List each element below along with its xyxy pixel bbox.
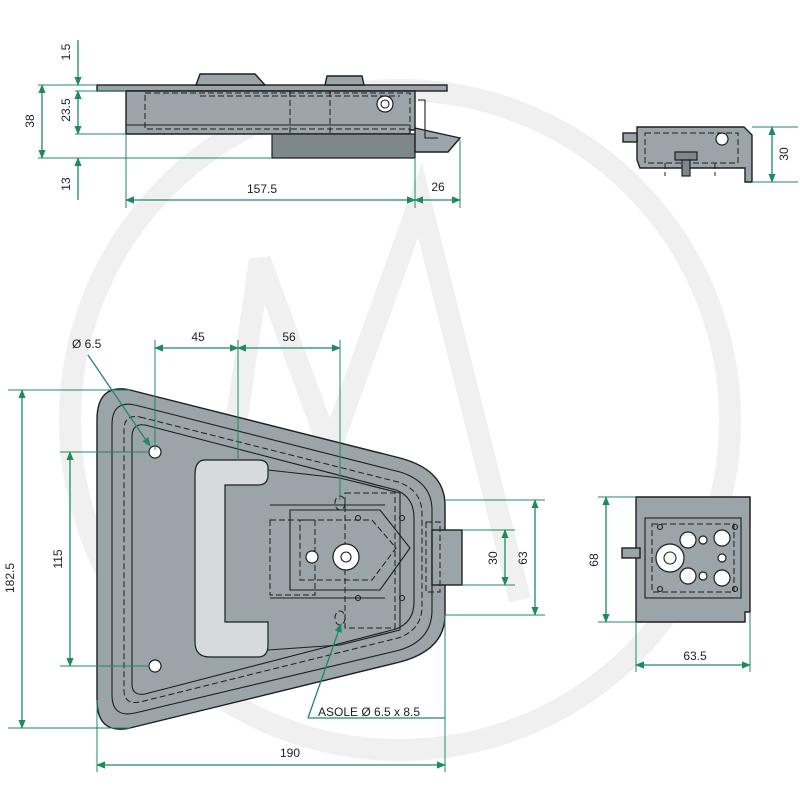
dim-hole-to-handle: 45 xyxy=(191,330,205,344)
dim-body-depth: 23.5 xyxy=(59,98,73,122)
top-lower-bar xyxy=(271,133,416,159)
dim-slot-label: ASOLE Ø 6.5 x 8.5 xyxy=(318,705,420,719)
dim-end-height: 68 xyxy=(587,553,601,567)
dim-body-length: 157.5 xyxy=(247,182,277,196)
top-body xyxy=(125,90,416,135)
front-view xyxy=(96,388,463,730)
dim-lower-depth: 13 xyxy=(59,177,73,191)
side-lock-hole xyxy=(715,132,729,146)
front-latch-bolt xyxy=(431,529,463,586)
front-view-dimensions: 45 56 Ø 6.5 182.5 115 30 63 ASOLE Ø 6.5 … xyxy=(3,330,545,772)
dim-latch-outer: 63 xyxy=(516,551,530,565)
front-handle xyxy=(194,459,269,658)
dim-latch-projection: 26 xyxy=(431,180,445,194)
side-view-dimensions: 30 xyxy=(752,126,798,183)
dim-hole-diameter: Ø 6.5 xyxy=(72,337,102,351)
top-view-dimensions: 1.5 23.5 38 13 157.5 26 xyxy=(23,40,461,208)
end-latch xyxy=(621,547,641,559)
end-view-dimensions: 68 63.5 xyxy=(587,496,751,672)
top-handle-bump xyxy=(195,73,267,86)
front-plate xyxy=(96,388,446,730)
dim-overall-height: 182.5 xyxy=(3,563,17,593)
top-lock-cylinder xyxy=(376,95,394,113)
top-plate xyxy=(96,84,448,92)
dim-side-height: 30 xyxy=(777,147,791,161)
side-latch xyxy=(622,132,638,143)
end-view xyxy=(621,496,751,623)
lock-cylinder xyxy=(332,543,360,571)
side-view xyxy=(622,126,753,183)
dim-total-height: 38 xyxy=(23,114,37,128)
top-view xyxy=(96,73,462,159)
top-lock-bump xyxy=(324,75,365,86)
dim-end-width: 63.5 xyxy=(683,649,707,663)
end-lock-cylinder xyxy=(655,543,685,573)
end-body xyxy=(635,496,751,623)
mount-hole-bottom xyxy=(148,659,162,673)
dim-overall-width: 190 xyxy=(280,746,300,760)
top-latch-bolt xyxy=(414,127,462,153)
dim-latch-width: 30 xyxy=(486,551,500,565)
dim-plate-thickness: 1.5 xyxy=(59,43,73,60)
dim-handle-to-center: 56 xyxy=(282,330,296,344)
dim-hole-spacing: 115 xyxy=(51,549,65,568)
